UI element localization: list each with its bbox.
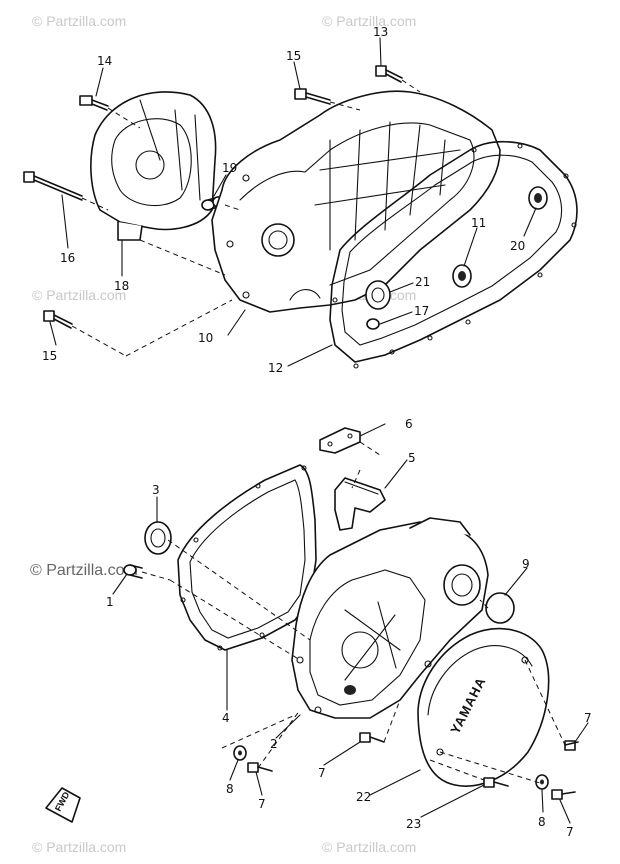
part-7-screw — [564, 740, 579, 751]
watermark-prominent: © Partzilla.com — [30, 562, 138, 579]
part-8-washer — [233, 745, 247, 761]
part-3-bearing — [144, 521, 172, 555]
callout-15: 15 — [286, 49, 301, 63]
callout-1: 1 — [106, 595, 114, 609]
watermark: © Partzilla.com — [322, 13, 416, 29]
callout-2: 2 — [270, 737, 278, 751]
callout-20: 20 — [510, 239, 525, 253]
part-23-screw — [483, 777, 509, 788]
callout-9: 9 — [522, 557, 530, 571]
part-20-seal — [528, 186, 548, 210]
callout-18: 18 — [114, 279, 129, 293]
part-7-screw — [247, 762, 273, 773]
callout-7: 7 — [258, 797, 266, 811]
callout-23: 23 — [406, 817, 421, 831]
callout-10: 10 — [198, 331, 213, 345]
callout-17: 17 — [414, 304, 429, 318]
callout-22: 22 — [356, 790, 371, 804]
part-4-gasket — [177, 464, 317, 651]
watermark: © Partzilla.com — [32, 839, 126, 855]
part-17-dowel — [366, 318, 380, 330]
part-15-bolt-lower — [43, 310, 73, 329]
part-2-crankcase-cover — [291, 517, 489, 719]
part-8-washer — [535, 774, 549, 790]
callout-7: 7 — [566, 825, 574, 839]
callout-12: 12 — [268, 361, 283, 375]
leader-lines — [49, 37, 589, 824]
callout-3: 3 — [152, 483, 160, 497]
part-6-plate — [319, 427, 361, 454]
part-10-crankcase-cover — [211, 90, 501, 313]
part-1-plug — [123, 564, 143, 579]
part-15-bolt-top — [294, 88, 331, 105]
fwd-arrow: FWD — [45, 787, 81, 823]
callout-8: 8 — [226, 782, 234, 796]
part-22-yamaha-cover: YAMAHA — [417, 627, 550, 787]
part-18-cover — [90, 91, 217, 241]
callout-7: 7 — [584, 711, 592, 725]
part-5-bracket — [334, 477, 386, 531]
part-11-seal — [452, 264, 472, 288]
callouts: 14 16 18 19 15 13 10 11 20 21 17 12 15 6… — [42, 25, 592, 839]
part-7-screw — [551, 789, 576, 800]
callout-6: 6 — [405, 417, 413, 431]
callout-11: 11 — [471, 216, 486, 230]
part-7-screw — [359, 732, 385, 743]
callout-5: 5 — [408, 451, 416, 465]
callout-7: 7 — [318, 766, 326, 780]
callout-15: 15 — [42, 349, 57, 363]
callout-8: 8 — [538, 815, 546, 829]
part-16-long-bolt — [23, 171, 83, 201]
watermark: © Partzilla.com — [32, 287, 126, 303]
callout-21: 21 — [415, 275, 430, 289]
part-12-gasket — [329, 140, 578, 369]
callout-4: 4 — [222, 711, 230, 725]
callout-16: 16 — [60, 251, 75, 265]
watermark: © Partzilla.com — [322, 839, 416, 855]
part-9-cap — [485, 592, 515, 624]
callout-14: 14 — [97, 54, 112, 68]
watermark: © Partzilla.com — [32, 13, 126, 29]
part-21-oil-seal — [365, 280, 391, 310]
part-14-bolt — [79, 95, 109, 111]
callout-19: 19 — [222, 161, 237, 175]
callout-13: 13 — [373, 25, 388, 39]
part-13-bolt — [375, 65, 403, 83]
